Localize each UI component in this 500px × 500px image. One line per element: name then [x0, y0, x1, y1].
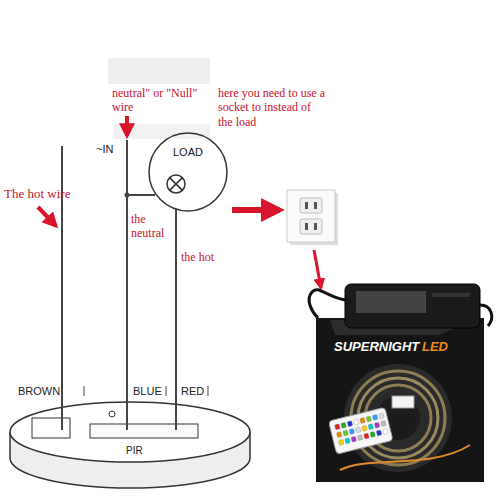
brown-wire: [61, 146, 63, 400]
remote-button: [383, 428, 389, 434]
load-lamp: LOAD: [148, 132, 228, 212]
remote-button: [374, 422, 380, 428]
remote-button: [376, 430, 382, 436]
wire-label: BROWN: [18, 385, 60, 398]
remote-button: [351, 436, 357, 442]
neutral-link: [127, 194, 155, 196]
sensor-label: PIR: [126, 445, 143, 456]
power-cable: [309, 290, 345, 318]
tick-mark: [208, 386, 209, 396]
tick-mark: [84, 386, 85, 396]
red-wire: [175, 209, 177, 400]
remote-button: [349, 428, 355, 434]
remote-button: [360, 418, 366, 424]
remote-button: [335, 424, 341, 430]
remote-button: [336, 432, 342, 438]
pir-sensor: PIR: [8, 400, 253, 488]
remote-button: [355, 427, 361, 433]
remote-button: [366, 416, 372, 422]
sensor-body: [8, 400, 253, 488]
note-socket: here you need to use a socket to instead…: [218, 86, 326, 129]
remote-button: [357, 435, 363, 441]
input-label: ~IN: [96, 143, 113, 156]
remote-button: [372, 414, 378, 420]
wall-socket: [287, 190, 338, 245]
remote-button: [341, 422, 347, 428]
remote-button: [379, 413, 385, 419]
note-neutral-wire: the neutral: [131, 212, 173, 241]
remote-button: [362, 425, 368, 431]
red-arrow: [232, 207, 280, 213]
brand-name: SUPERNIGHT: [334, 339, 419, 355]
brand-suffix: LED: [422, 339, 448, 355]
load-label: LOAD: [173, 146, 203, 158]
blue-wire: [126, 140, 128, 400]
remote-button: [338, 439, 344, 445]
remote-button: [347, 421, 353, 427]
red-arrow: [314, 250, 321, 288]
note-hot-wire: The hot wire: [4, 186, 70, 202]
note-neutral: neutral" or "Null" wire: [112, 86, 212, 115]
load-circle: [148, 132, 228, 212]
led-strip-kit: [309, 284, 492, 482]
remote-button: [381, 421, 387, 427]
wire-label: RED: [181, 385, 204, 398]
grey-patch: [108, 58, 210, 84]
black-pouch: [316, 318, 484, 482]
remote-button: [368, 424, 374, 430]
remote-button: [345, 438, 351, 444]
remote-button: [364, 433, 370, 439]
junction-dot: [125, 193, 130, 198]
red-arrow: [125, 116, 129, 136]
power-cable: [480, 305, 492, 326]
power-adapter: [345, 284, 480, 328]
red-arrow: [38, 207, 56, 226]
tick-mark: [166, 386, 167, 396]
remote-control: [328, 407, 393, 454]
note-hot: the hot: [181, 250, 214, 264]
wire-label: BLUE: [133, 385, 162, 398]
ir-controller: [392, 396, 414, 408]
remote-button: [343, 430, 349, 436]
remote-button: [370, 432, 376, 438]
remote-button: [353, 419, 359, 425]
